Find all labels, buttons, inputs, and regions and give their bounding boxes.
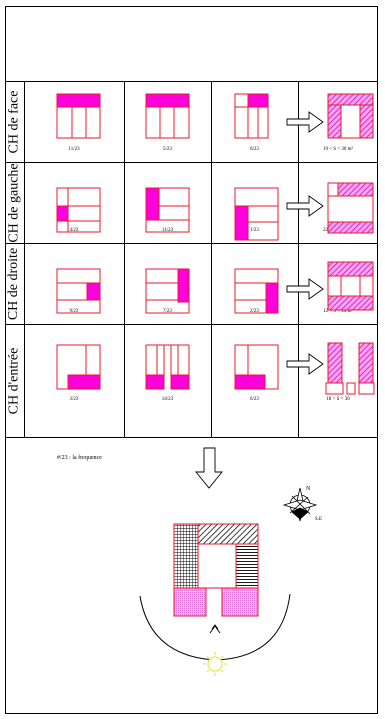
grid-line (124, 81, 125, 437)
frequency-caption: 11/23 (161, 228, 174, 233)
grid-line (298, 81, 299, 437)
grid-line (5, 162, 378, 163)
surface-caption: 18 < S < 30 (326, 397, 350, 402)
plan-entree-3 (234, 344, 279, 390)
frequency-caption: 9/23 (69, 309, 79, 314)
legend-text: : la frequence (69, 455, 102, 461)
plan-gauche-2 (145, 187, 190, 233)
plan-entree-result (325, 342, 375, 395)
grid-line (211, 81, 212, 437)
arrow-right-icon (286, 195, 324, 217)
frequency-caption: 5/23 (163, 147, 172, 152)
frequency-caption: 3/23 (69, 397, 79, 402)
arrow-right-icon (286, 278, 324, 300)
compass-rose-icon (282, 487, 318, 522)
plan-gauche-result (327, 182, 374, 234)
grid-line (5, 437, 378, 438)
compass-north-label: N (306, 486, 311, 492)
sun-icon (203, 652, 227, 676)
surface-caption: 19 < S < 30 m² (322, 147, 354, 152)
frequency-caption: 6/23 (250, 397, 259, 402)
plan-face-1 (56, 93, 101, 139)
frequency-caption: 7/23 (163, 309, 172, 314)
plan-entree-1 (56, 344, 101, 390)
arrow-right-icon (286, 353, 324, 375)
plan-face-result (327, 93, 374, 139)
synthesis-plan (173, 523, 259, 617)
frequency-caption: 0/23 (250, 147, 259, 152)
plan-face-3 (234, 93, 269, 139)
grid-line (5, 324, 378, 325)
plan-droite-3 (234, 268, 279, 314)
plan-entree-2 (145, 344, 190, 390)
frequency-caption: 11/23 (68, 147, 80, 152)
grid-line (5, 243, 378, 244)
plan-gauche-1 (56, 187, 101, 233)
grid-line (24, 81, 25, 437)
surface-caption: 12 < S < 24 m² (322, 309, 354, 314)
arrow-right-icon (286, 111, 324, 133)
site-arc (139, 593, 291, 661)
plan-droite-result (327, 261, 374, 311)
entrance-chevron-icon (209, 624, 221, 634)
plan-gauche-3 (234, 187, 279, 241)
legend-symbol: #/23 (57, 455, 68, 461)
frequency-caption: 2/23 (250, 309, 259, 314)
frequency-caption: 1/23 (250, 228, 259, 233)
plan-droite-1 (56, 268, 101, 314)
plan-droite-2 (145, 268, 190, 314)
plan-face-2 (145, 93, 190, 139)
arrow-down-icon (195, 447, 223, 489)
grid-line (5, 81, 378, 82)
compass-southeast-label: S.E (315, 517, 323, 522)
legend: #/23 : la frequence (57, 455, 102, 461)
frequency-caption: 4/23 (69, 228, 79, 233)
diagram-frame (5, 6, 378, 714)
frequency-caption: 14/23 (161, 397, 174, 402)
